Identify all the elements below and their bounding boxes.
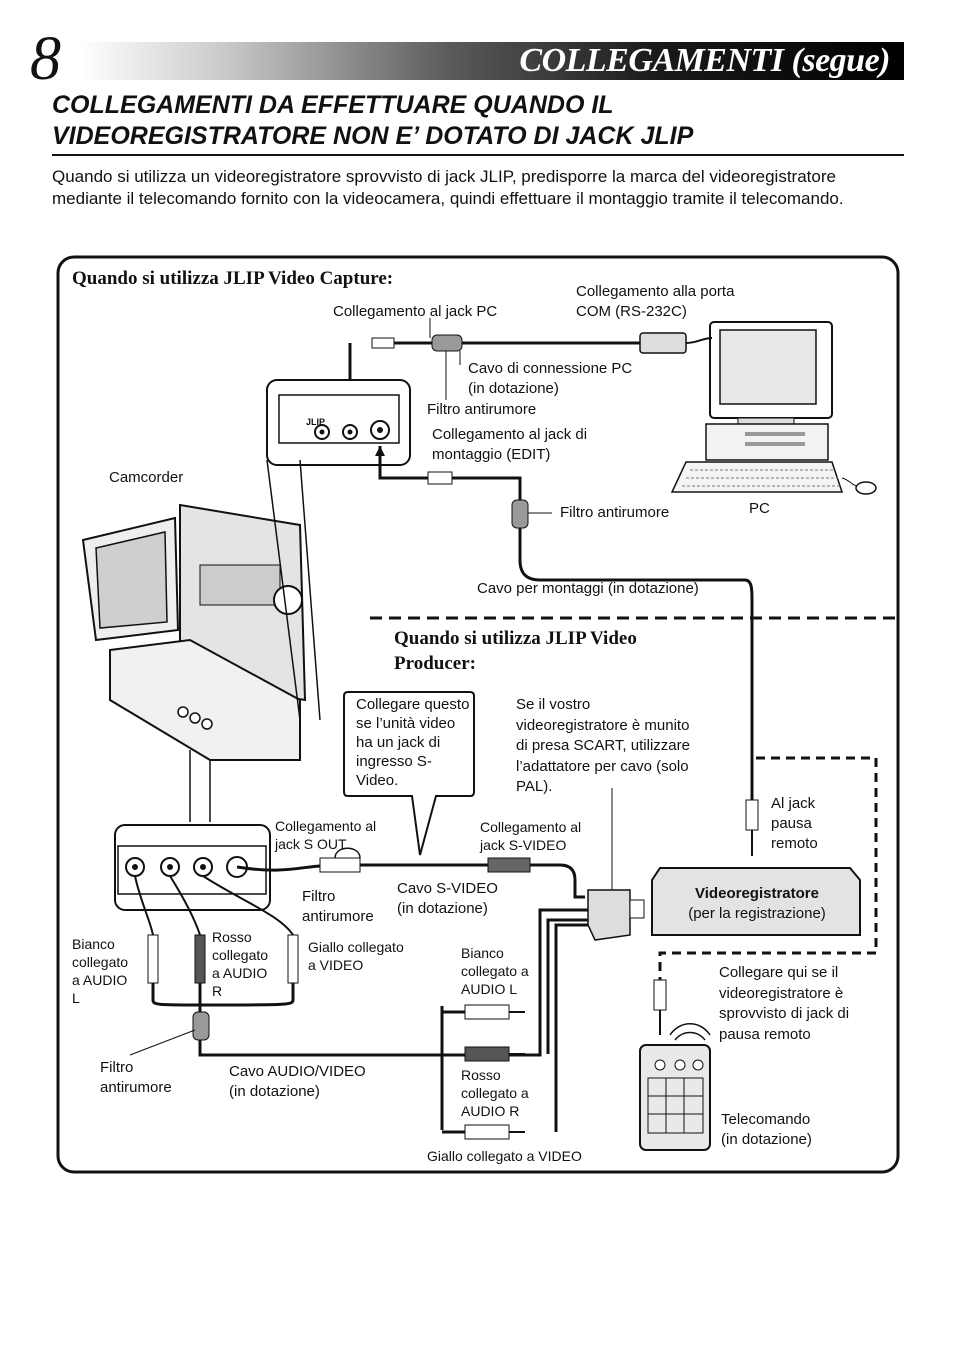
title-rule [52,154,904,156]
pc-tower [705,423,829,461]
pc-label: PC [749,500,770,517]
av-filter-label: Filtro antirumore [100,1059,172,1096]
red-left-label: Rosso collegato a AUDIO R [212,929,269,999]
jack-panel-detail [266,379,411,466]
pc-cable-filter [431,334,463,352]
s-video-filter-label: Filtro antirumore [302,888,374,925]
capture-heading: Quando si utilizza JLIP Video Capture: [72,268,394,289]
s-out-label: Collegamento al jack S OUT [275,818,377,852]
callout-bubble [343,691,475,856]
camcorder-illustration [81,503,307,761]
dashed-remote-path [658,756,878,980]
s-video-jack-label: Collegamento al jack S-VIDEO [480,819,582,853]
yellow-right-label: Giallo collegato a VIDEO [427,1148,582,1164]
noise-filter-label-2: Filtro antirumore [560,504,670,521]
white-left-label: Bianco collegato a AUDIO L [72,936,129,1006]
page-title: COLLEGAMENTI (segue) [519,42,890,79]
pc-jack-label: Collegamento al jack PC [333,303,498,320]
section-title-line-1: COLLEGAMENTI DA EFFETTUARE QUANDO IL [52,91,614,119]
yellow-left-label: Giallo collegato a VIDEO [308,939,404,973]
scart-note: Se il vostro videoregistratore è munito … [516,696,690,795]
edit-jack-label: Collegamento al jack di montaggio (EDIT) [432,426,588,463]
pc-cable-plug [371,337,395,349]
av-cable-label: Cavo AUDIO/VIDEO (in dotazione) [229,1063,366,1100]
callout-text: Collegare questo se l’unità video ha un … [356,696,470,789]
red-right-label: Rosso collegato a AUDIO R [461,1067,529,1119]
edit-cable [378,446,754,800]
com-connector [639,332,687,354]
remote-pause-label: Al jack pausa remoto [771,795,818,852]
diagram-frame [56,255,900,1174]
av-cable-filter [192,1011,210,1041]
com-port-label: Collegamento alla porta COM (RS-232C) [576,283,735,320]
pc-keyboard [670,461,844,493]
av-jack-panel [114,824,271,911]
noise-filter-label-1: Filtro antirumore [427,401,537,418]
remote-control [639,979,711,1151]
camcorder-label: Camcorder [109,469,184,486]
white-right-label: Bianco collegato a AUDIO L [461,945,529,997]
edit-cable-filter [511,499,529,529]
jlip-mark: JLIP [306,417,325,427]
edit-cable-label: Cavo per montaggi (in dotazione) [477,580,699,597]
page-number: 8 [30,25,61,93]
s-video-cable-label: Cavo S-VIDEO (in dotazione) [397,880,498,917]
remote-connect-note: Collegare qui se il videoregistratore è … [719,964,850,1043]
section-title-line-2: VIDEOREGISTRATORE NON E’ DOTATO DI JACK … [52,122,694,150]
intro-paragraph: Quando si utilizza un videoregistratore … [52,167,844,208]
producer-heading: Quando si utilizza JLIP Video Producer: [394,628,637,674]
pc-monitor [709,321,833,427]
vcr-label: Videoregistratore (per la registrazione) [688,885,826,922]
pc-cable-label: Cavo di connessione PC (in dotazione) [468,360,633,397]
remote-label: Telecomando (in dotazione) [721,1111,812,1148]
scart-adapter [587,889,645,941]
section-title: COLLEGAMENTI DA EFFETTUARE QUANDO IL VID… [52,90,912,152]
vcr-device [651,867,861,936]
header-bar: COLLEGAMENTI (segue) [80,42,904,80]
pc-mouse [841,477,877,495]
